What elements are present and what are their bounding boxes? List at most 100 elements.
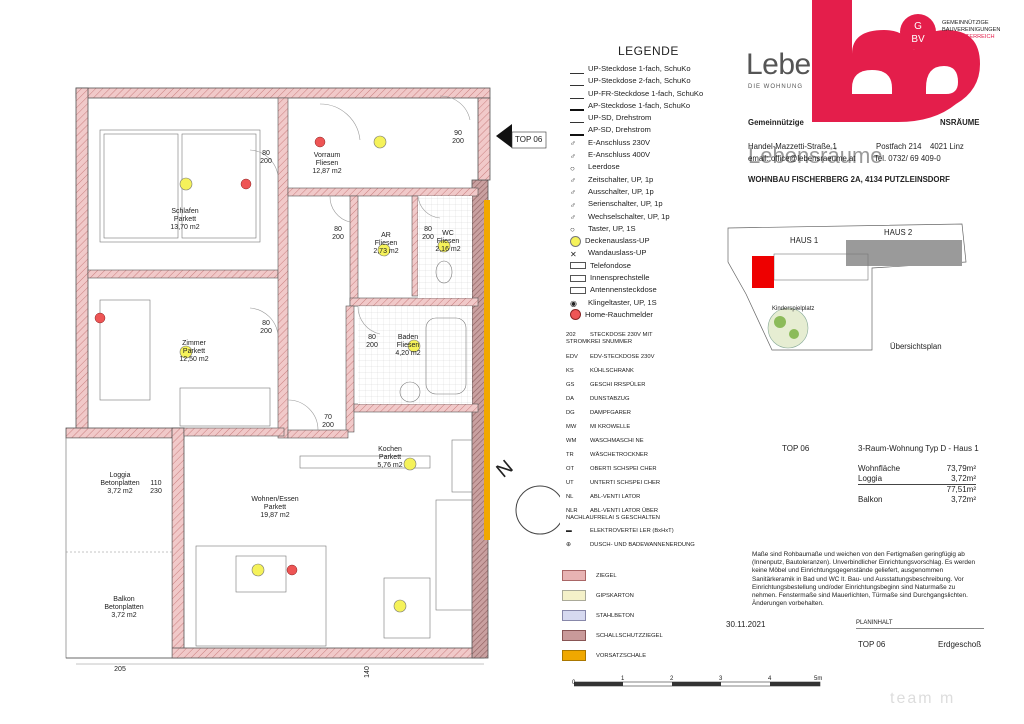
legend-item: UP-SD, Drehstrom [570, 112, 750, 124]
address-city: 4021 Linz [930, 142, 964, 151]
material-row: ZIEGEL [562, 570, 722, 590]
legend-item: ♂Wechselschalter, UP, 1p [570, 211, 670, 223]
company-line: Gemeinnützige [748, 118, 804, 127]
legend-materials: ZIEGEL GIPSKARTON STAHLBETON SCHALLSCHUT… [562, 570, 722, 670]
area-row: 77,51m² [946, 485, 976, 494]
outer-walls [65, 87, 491, 659]
planinhalt-top: TOP 06 [858, 640, 886, 649]
project-line: WOHNBAU FISCHERBERG 2A, 4134 PUTZLEINSDO… [748, 175, 950, 184]
door-swings [249, 95, 471, 431]
email-tel: Tel. 0732/ 69 409-0 [874, 154, 941, 163]
planinhalt-floor: Erdgeschoß [938, 640, 982, 649]
scale-label: 2 [670, 676, 674, 682]
legend-item: ♂Zeitschalter, UP, 1p [570, 174, 654, 186]
logo-sub: DIE WOHNUNG [748, 84, 803, 90]
info-top: TOP 06 [782, 444, 810, 453]
site-haus2: HAUS 2 [884, 228, 913, 237]
svg-text:G: G [914, 21, 922, 32]
watermark: team m [890, 690, 956, 707]
legend-symbols: UP-Steckdose 1-fach, SchuKo UP-Steckdose… [570, 63, 750, 321]
material-row: SCHALLSCHUTZZIEGEL [562, 630, 722, 650]
material-row: VORSATZSCHALE [562, 650, 722, 670]
legend-title: LEGENDE [618, 44, 679, 58]
legend-item: ♂E-Anschluss 230V [570, 137, 651, 149]
gbv-text: GEMEINNÜTZIGE BAUVEREINIGUNGEN OBERÖSTER… [942, 20, 1001, 40]
svg-text:BV: BV [911, 34, 925, 45]
scale-bar [574, 681, 821, 687]
scale-label: 4 [768, 676, 772, 682]
material-row: GIPSKARTON [562, 590, 722, 610]
bottom-dim: 140 [364, 666, 371, 678]
scale-label: 1 [621, 676, 625, 682]
legend-item: Antennensteckdose [570, 284, 750, 296]
ceiling-outlets [179, 135, 451, 613]
legend-item: ♂Ausschalter, UP, 1p [570, 186, 654, 198]
legend-code: ▬ELEKTROVERTEI LER (BxHxT) [566, 528, 674, 534]
site-haus1: HAUS 1 [790, 236, 819, 245]
legend-item: ○Leerdose [570, 162, 620, 173]
gbv-logo-icon: G BV [900, 14, 936, 50]
legend-item: UP-FR-Steckdose 1-fach, SchuKo [570, 88, 750, 100]
legend-item: ♂E-Anschluss 400V [570, 150, 651, 161]
plan-date: 30.11.2021 [726, 620, 766, 629]
address-box: Postfach 214 [876, 142, 922, 151]
legend-code: ⊕DUSCH- UND BADEWANNENERDUNG [566, 542, 695, 548]
legend-item: AP-SD, Drehstrom [570, 124, 750, 136]
logo-overlay-text: Lebensräume [748, 143, 883, 168]
bath-tiles [358, 306, 472, 404]
scale-label: 5m [814, 676, 823, 682]
floor-plan [65, 87, 560, 665]
legend-item: Deckenauslass-UP [570, 235, 750, 247]
bottom-dim: 205 [114, 666, 126, 673]
legend-item: ○Taster, UP, 1S [570, 223, 636, 235]
brand-b-logo [812, 0, 980, 122]
legend-item: Telefondose [570, 260, 750, 272]
smoke-detectors [94, 136, 326, 576]
interior-walls [87, 97, 479, 439]
legend-item: ✕Wandauslass-UP [570, 248, 647, 259]
legend-item: UP-Steckdose 2-fach, SchuKo [570, 75, 750, 87]
info-type: 3-Raum-Wohnung Typ D - Haus 1 [858, 444, 979, 453]
scale-label: 0 [572, 680, 576, 686]
site-title: Übersichtsplan [890, 342, 942, 351]
legend-item: Innensprechstelle [570, 272, 750, 284]
legend-item: ♂Serienschalter, UP, 1p [570, 199, 663, 210]
email-line: email: office@lebensraeume.at [748, 154, 856, 163]
north-compass-icon [515, 485, 560, 535]
material-row: STAHLBETON [562, 610, 722, 630]
site-plan [727, 223, 967, 351]
disclaimer: Maße sind Rohbaumaße und weichen von den… [752, 551, 976, 608]
